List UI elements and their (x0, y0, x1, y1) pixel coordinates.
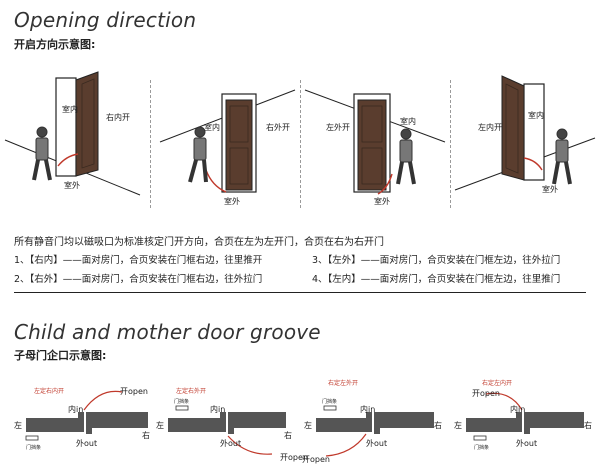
panel-divider (450, 80, 451, 208)
inside-label: 内in (510, 405, 526, 414)
outdoor-label: 室外 (542, 185, 558, 194)
outdoor-label: 室外 (374, 197, 390, 206)
person-figure (32, 126, 52, 181)
groove-panel-left-fixed-right-outward: 左定右外开 内in 外out 左 右 门挡条 开open (156, 372, 308, 462)
door-panel-left-inward: 左内开 室内 室外 (450, 70, 600, 210)
panel-divider (150, 80, 151, 208)
outside-label: 外out (220, 439, 242, 448)
left-label: 左 (454, 421, 462, 430)
outdoor-label: 室外 (64, 181, 80, 190)
groove-diagram (25, 390, 148, 441)
indoor-label: 室内 (204, 123, 220, 132)
inside-label: 内in (210, 405, 226, 414)
door-scene-illustration (454, 75, 596, 191)
right-label: 右 (284, 431, 292, 440)
door-scene-illustration (159, 89, 296, 193)
door-scene-illustration (304, 89, 446, 195)
door-panel-left-outward: 左外开 室内 室外 (300, 70, 450, 210)
open-label: 开open (302, 455, 330, 464)
groove-diagram (466, 392, 584, 441)
stop-strip-label: 门挡条 (174, 399, 190, 405)
groove-panel-left-fixed-right-inward: 左定右内开 开open 内in 外out 左 右 门挡条 (14, 372, 154, 462)
person-figure (396, 128, 416, 185)
stop-strip-label: 门挡条 (322, 399, 338, 405)
door-type-label: 左内开 (478, 123, 502, 132)
door-type-label: 左外开 (326, 123, 350, 132)
outside-label: 外out (76, 439, 98, 448)
panel-divider (300, 80, 301, 208)
groove-subtitle: 子母门企口示意图: (14, 349, 107, 362)
indoor-label: 室内 (62, 105, 78, 114)
door-scene-illustration (4, 71, 141, 196)
door-type-label: 右外开 (266, 123, 290, 132)
rule-left-outward: 3、【左外】——面对房门，合页安装在门框左边，往外拉门 (312, 255, 561, 266)
inside-label: 内in (360, 405, 376, 414)
inside-label: 内in (68, 405, 84, 414)
person-figure (188, 126, 208, 183)
door-type-label: 右内开 (106, 113, 130, 122)
left-label: 左 (156, 421, 164, 430)
section-rule (14, 292, 586, 293)
groove-tag: 右定左内开 (482, 380, 513, 387)
right-label: 右 (142, 431, 150, 440)
rule-right-inward: 1、【右内】——面对房门，合页安装在门框右边，往里推开 (14, 255, 263, 266)
left-label: 左 (14, 421, 22, 430)
groove-diagram (316, 405, 434, 457)
door-panel-right-inward: 室内 右内开 室外 (0, 70, 150, 210)
groove-tag: 左定右内开 (34, 388, 65, 395)
opening-direction-subtitle: 开启方向示意图: (14, 38, 96, 51)
rule-right-outward: 2、【右外】——面对房门，合页安装在门框右边，往外拉门 (14, 274, 263, 285)
stop-strip-label: 门挡条 (26, 445, 42, 451)
open-label: 开open (472, 389, 500, 398)
open-label: 开open (280, 453, 308, 462)
right-label: 右 (584, 421, 592, 430)
indoor-label: 室内 (528, 111, 544, 120)
rule-left-inward: 4、【左内】——面对房门，合页安装在门框左边，往里推门 (312, 274, 561, 285)
direction-note: 所有静音门均以磁吸口为标准核定门开方向，合页在左为左开门，合页在右为右开门 (14, 237, 384, 248)
stop-strip-label: 门挡条 (474, 445, 490, 451)
open-label: 开open (120, 387, 148, 396)
outdoor-label: 室外 (224, 197, 240, 206)
indoor-label: 室内 (400, 117, 416, 126)
outside-label: 外out (366, 439, 388, 448)
opening-direction-title: Opening direction (14, 8, 197, 32)
groove-diagram (168, 405, 286, 455)
outside-label: 外out (516, 439, 538, 448)
groove-panel-right-fixed-left-outward: 右定左外开 内in 外out 左 右 门挡条 开open (302, 372, 448, 464)
right-label: 右 (434, 421, 442, 430)
groove-tag: 左定右外开 (176, 388, 207, 395)
groove-panel-right-fixed-left-inward: 右定左内开 开open 内in 外out 左 右 门挡条 (452, 372, 598, 462)
groove-title: Child and mother door groove (14, 320, 321, 344)
groove-tag: 右定左外开 (328, 380, 359, 387)
left-label: 左 (304, 421, 312, 430)
person-figure (552, 128, 572, 185)
door-panel-right-outward: 右外开 室内 室外 (150, 70, 300, 210)
